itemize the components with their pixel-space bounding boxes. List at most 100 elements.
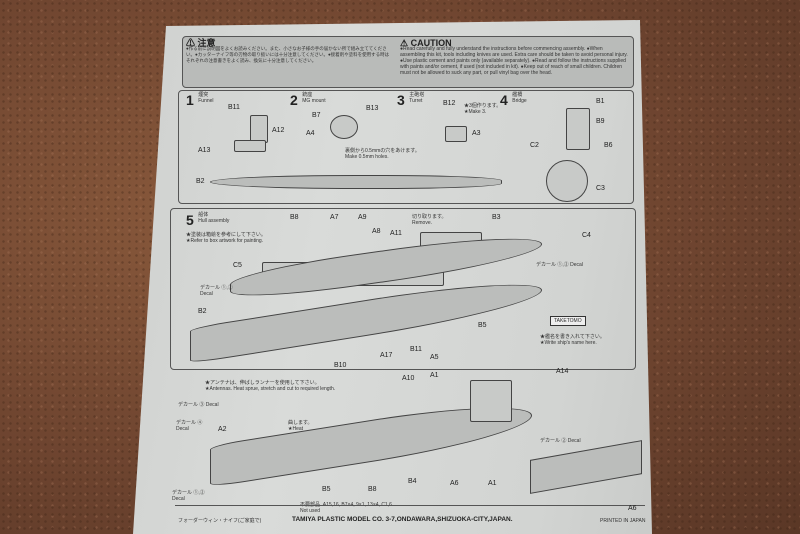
remove-note: 切り取ります。Remove.	[412, 214, 447, 226]
decal-3-label: デカール ③ Decal	[178, 402, 219, 408]
steps-1-4-panel	[178, 90, 634, 204]
step-number: 4	[500, 92, 508, 108]
part-label: A13	[198, 147, 211, 154]
hull-deck-top	[210, 175, 502, 189]
note-jp: ★アンテナは、伸ばしランナーを使用して下さい。	[205, 380, 320, 386]
part-label: B12	[443, 100, 456, 107]
step-jp: 艦橋	[512, 92, 523, 98]
step-number: 3	[397, 92, 405, 108]
caution-en-title: CAUTION	[410, 38, 452, 48]
part-label: A1	[430, 372, 439, 379]
antenna-note: ★アンテナは、伸ばしランナーを使用して下さい。★Antennas. Heat s…	[205, 380, 345, 392]
note-en: ★Make 3.	[464, 109, 487, 115]
step-number: 2	[290, 92, 298, 108]
decal-1-label: デカール ①,② Decal	[536, 262, 583, 268]
funnel-part	[250, 115, 268, 143]
part-label: B3	[492, 214, 501, 221]
part-label: B13	[366, 105, 379, 112]
note-en: ★Antennas. Heat sprue, stretch and cut t…	[205, 386, 336, 392]
part-label: A14	[556, 368, 569, 375]
part-label: B8	[290, 214, 299, 221]
part-label: A5	[430, 354, 439, 361]
step-5-panel	[170, 208, 636, 370]
note-jp: 曲します。	[288, 420, 313, 426]
part-label: C5	[233, 262, 242, 269]
step-en: MG mount	[302, 98, 326, 104]
mg-mount-part	[330, 115, 358, 139]
note-jp: 裏側から0.5mmの穴をあけます。	[345, 148, 420, 154]
decal-4-label: デカール ④ Decal	[176, 420, 203, 432]
part-label: C4	[582, 232, 591, 239]
part-label: A2	[218, 426, 227, 433]
part-label: A8	[372, 228, 381, 235]
bridge-base-part	[546, 160, 588, 202]
part-label: B2	[198, 308, 207, 315]
caution-jp: ⚠ 注意 ●作る前に説明図をよくお読みください。また、小さなお子様の手の届かない…	[186, 38, 390, 64]
bridge-part	[566, 108, 590, 150]
caution-jp-text: ●作る前に説明図をよくお読みください。また、小さなお子様の手の届かない所で組み立…	[186, 46, 390, 63]
step-3-note: ★3個作ります。★Make 3.	[464, 103, 501, 115]
part-label: B7	[312, 112, 321, 119]
note-en: ★Refer to box artwork for painting.	[186, 238, 264, 244]
step-jp: 主砲塔	[409, 92, 425, 98]
ship-name-note: ★艦名を書き入れて下さい。★Write ship's name here.	[540, 334, 605, 346]
decal-6-label: デカール ② Decal	[540, 438, 581, 444]
not-used-parts: 不要部品 A15,16, B7×4, 9×1, 13×4, C1,6 Not u…	[300, 502, 392, 514]
caution-en: ⚠ CAUTION ●Read carefully and fully unde…	[400, 38, 628, 77]
part-label: B5	[322, 486, 331, 493]
step-en: Funnel	[198, 98, 214, 104]
decal-2-label: デカール ①,② Decal	[200, 285, 233, 297]
company-address: TAMIYA PLASTIC MODEL CO. 3-7,ONDAWARA,SH…	[292, 516, 513, 523]
part-label: A3	[472, 130, 481, 137]
caution-box	[182, 36, 634, 88]
part-label: C2	[530, 142, 539, 149]
note-jp: ★艦名を書き入れて下さい。	[540, 334, 605, 340]
funnel-base-part	[234, 140, 266, 152]
painting-note: ★塗装は箱絵を参考にして下さい。★Refer to box artwork fo…	[186, 232, 266, 244]
part-label: A4	[306, 130, 315, 137]
part-label: C3	[596, 185, 605, 192]
step-jp: 船体	[198, 212, 209, 218]
note-jp: ★塗装は箱絵を参考にして下さい。	[186, 232, 266, 238]
caution-jp-title: 注意	[197, 38, 216, 48]
step-number: 5	[186, 212, 194, 228]
note-en: ★Write ship's name here.	[540, 340, 597, 346]
part-label: A6	[450, 480, 459, 487]
bridge-assembly	[470, 380, 512, 422]
part-label: B11	[228, 104, 240, 111]
part-label: B1	[596, 98, 605, 105]
part-label: B9	[596, 118, 605, 125]
note-jp: ★3個作ります。	[464, 103, 502, 109]
decal-5-label: デカール ①,② Decal	[172, 490, 205, 502]
step-number: 1	[186, 92, 194, 108]
nameplate: TAKETOMO	[550, 316, 586, 326]
part-label: A9	[358, 214, 367, 221]
heat-note: 曲します。★Heat	[288, 420, 313, 432]
step-jp: 煙突	[198, 92, 209, 98]
caution-en-text: ●Read carefully and fully understand the…	[400, 46, 628, 76]
turret-part	[445, 126, 467, 142]
part-label: B10	[334, 362, 347, 369]
part-label: A7	[330, 214, 339, 221]
part-label: A11	[390, 230, 402, 237]
note-en: ★Heat	[288, 426, 304, 432]
note-en: Make 0.5mm holes.	[345, 154, 389, 160]
part-label: A17	[380, 352, 393, 359]
part-label: A12	[272, 127, 285, 134]
part-label: B4	[408, 478, 417, 485]
part-label: B11	[410, 346, 422, 353]
footer-left-note: フォーダーウィン・ナイフ(ご家庭で)	[178, 518, 262, 524]
note-jp: 切り取ります。	[412, 214, 447, 220]
footer-rule	[175, 505, 645, 506]
step-2-note: 裏側から0.5mmの穴をあけます。Make 0.5mm holes.	[345, 148, 420, 160]
part-label: A10	[402, 375, 415, 382]
part-label: B6	[604, 142, 613, 149]
part-label: B8	[368, 486, 377, 493]
part-label: B5	[478, 322, 487, 329]
step-en: Turret	[409, 98, 423, 104]
part-label: A6	[628, 505, 637, 512]
